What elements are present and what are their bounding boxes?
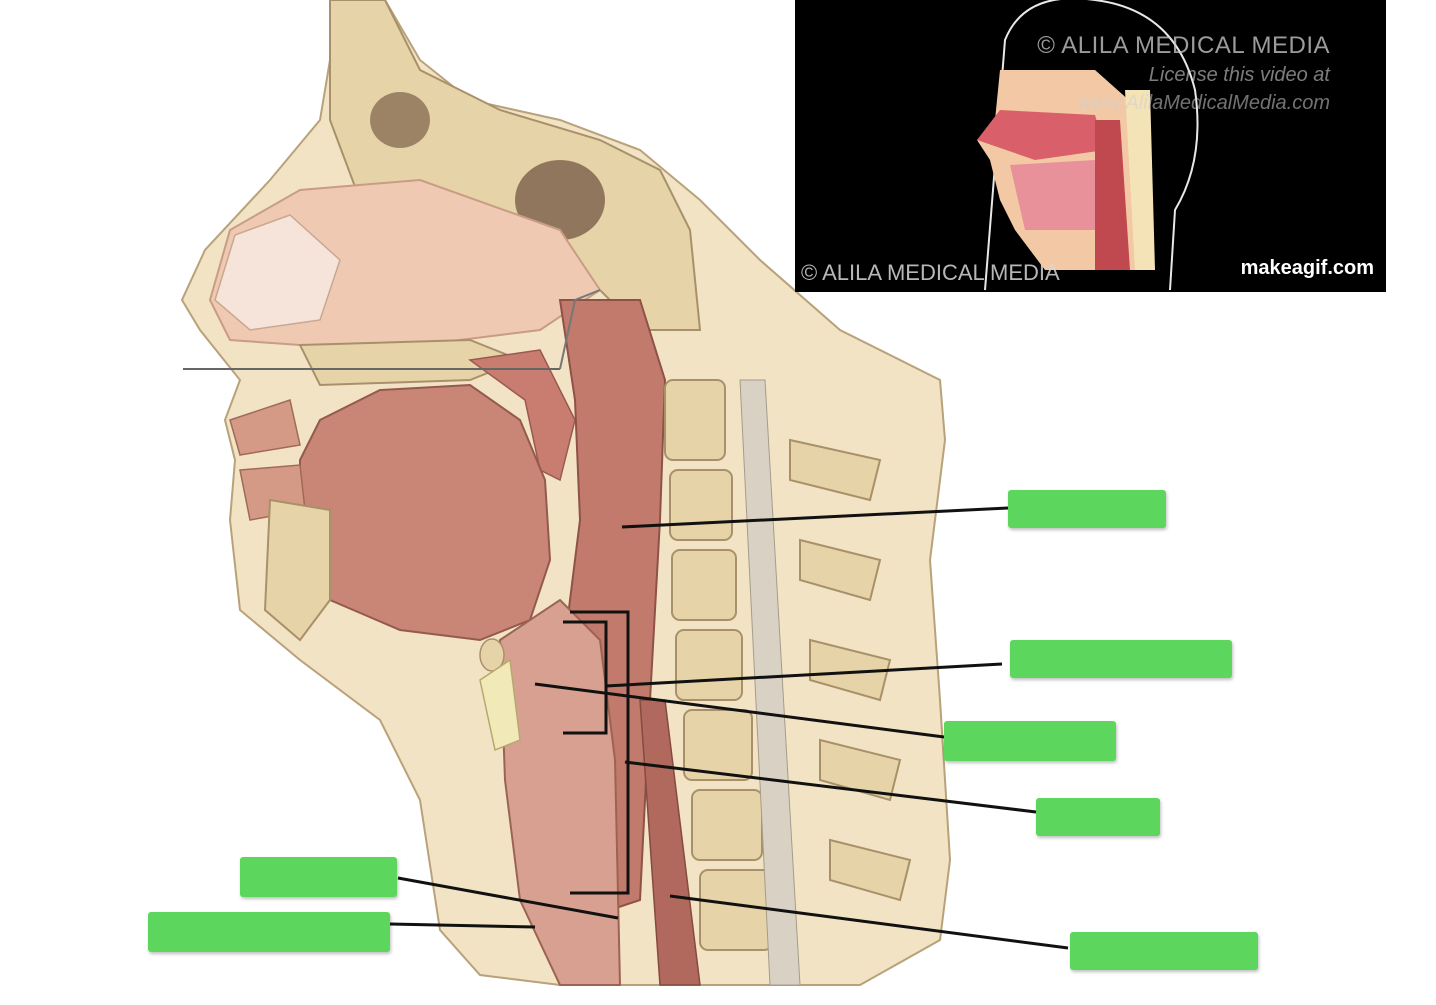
- leader-line-palate-hook: [559, 289, 601, 370]
- nasal-cartilage: [214, 214, 341, 331]
- leader-line-6: [397, 876, 619, 920]
- watermark-license-line2: www.AlilaMedicalMedia.com: [1077, 92, 1330, 114]
- spinal-cord: [739, 379, 801, 986]
- leader-line-4: [624, 760, 1037, 814]
- watermark-gif-site: makeagif.com: [1240, 257, 1374, 279]
- label-box-4[interactable]: [1036, 798, 1160, 836]
- nasal-region: [977, 110, 1105, 160]
- label-box-6[interactable]: [240, 857, 397, 897]
- leader-line-3: [534, 682, 945, 739]
- label-box-7[interactable]: [148, 912, 390, 952]
- label-box-5[interactable]: [1070, 932, 1258, 970]
- head-outline: [984, 0, 1199, 291]
- head-silhouette-illustration: [977, 0, 1199, 291]
- tongue: [299, 383, 552, 642]
- leader-line-2: [605, 662, 1003, 688]
- thyroid-cartilage: [479, 658, 521, 752]
- sphenoid-sinus: [515, 160, 605, 240]
- animation-inset: © ALILA MEDICAL MEDIA License this video…: [795, 0, 1386, 292]
- leader-line-1: [621, 506, 1009, 529]
- pharynx-bracket-outer: [570, 610, 630, 895]
- spinous-processes: [789, 438, 912, 902]
- label-box-3[interactable]: [944, 721, 1116, 761]
- oral-cavity: [1010, 160, 1115, 230]
- watermark-copyright-bottom: © ALILA MEDICAL MEDIA: [801, 260, 1060, 285]
- watermark-license-line1: License this video at: [1148, 64, 1330, 86]
- mandible: [263, 498, 331, 642]
- pharynx-tube: [1095, 120, 1130, 270]
- spine-strip: [1125, 90, 1155, 270]
- upper-lip: [229, 399, 301, 456]
- pharynx-bracket-inner: [563, 620, 608, 735]
- soft-palate: [468, 349, 576, 482]
- leader-line-5: [669, 894, 1069, 950]
- watermark-copyright-top: © ALILA MEDICAL MEDIA: [1037, 32, 1330, 59]
- label-box-1[interactable]: [1008, 490, 1166, 528]
- label-box-2[interactable]: [1010, 640, 1232, 678]
- leader-line-7: [389, 922, 536, 929]
- hyoid-bone: [479, 638, 505, 672]
- frontal-sinus: [370, 92, 430, 148]
